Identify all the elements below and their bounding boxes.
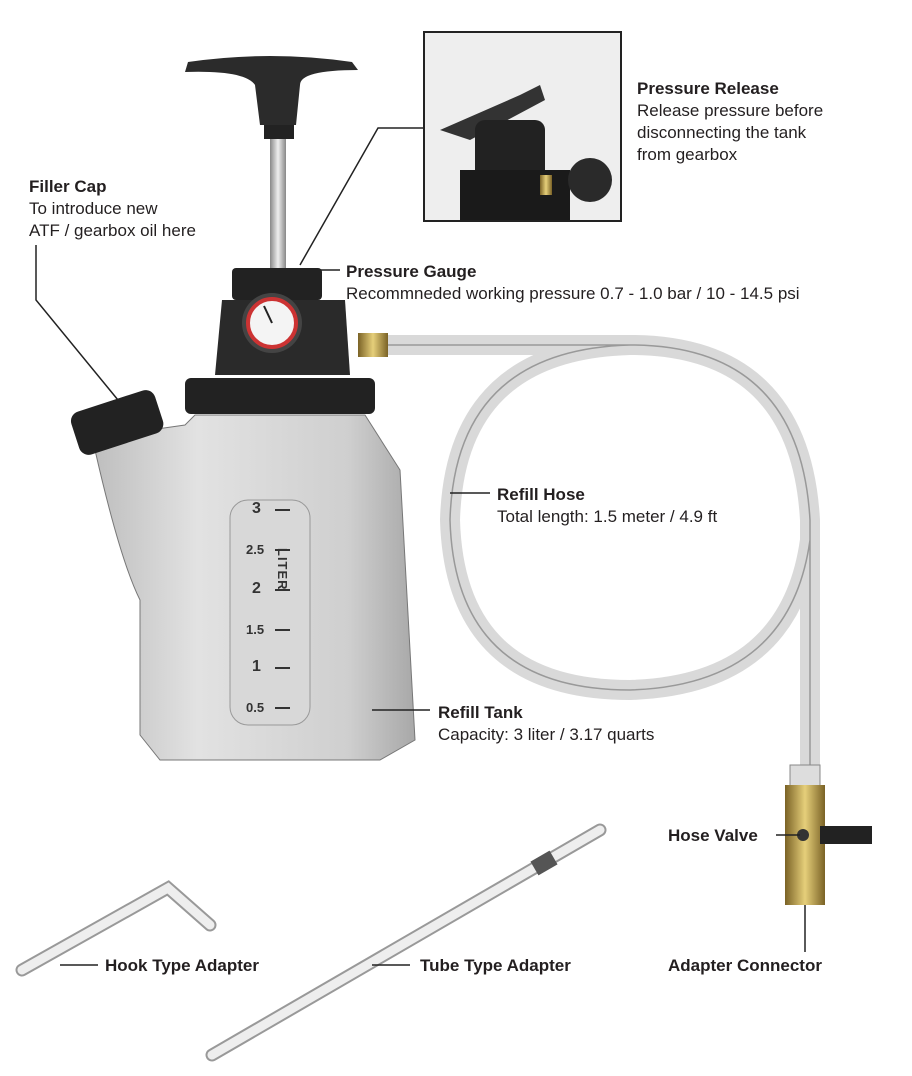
hose-valve-art (785, 764, 872, 905)
label-title: Tube Type Adapter (420, 956, 571, 975)
filler-cap-label: Filler Cap To introduce new ATF / gearbo… (29, 176, 196, 242)
label-line: ATF / gearbox oil here (29, 221, 196, 240)
scale-mark: 3 (252, 500, 261, 517)
adapter-connector-label: Adapter Connector (668, 955, 822, 977)
pump-handle (185, 56, 358, 269)
refill-tank-label: Refill Tank Capacity: 3 liter / 3.17 qua… (438, 702, 654, 746)
adapters-art (15, 823, 607, 1062)
label-line: Recommneded working pressure 0.7 - 1.0 b… (346, 284, 800, 303)
pressure-release-label: Pressure Release Release pressure before… (637, 78, 823, 166)
label-line: from gearbox (637, 145, 738, 164)
label-title: Refill Tank (438, 703, 523, 722)
label-line: Total length: 1.5 meter / 4.9 ft (497, 507, 718, 526)
pressure-gauge-label: Pressure Gauge Recommneded working press… (346, 261, 800, 305)
label-title: Adapter Connector (668, 956, 822, 975)
label-title: Hose Valve (668, 826, 758, 845)
label-line: Capacity: 3 liter / 3.17 quarts (438, 725, 655, 744)
label-title: Pressure Release (637, 79, 779, 98)
scale-mark: 2 (252, 580, 261, 597)
label-line: To introduce new (29, 199, 158, 218)
pump-head (185, 268, 375, 414)
scale-mark: 0.5 (246, 700, 265, 715)
hose-valve-label: Hose Valve (668, 825, 758, 847)
label-line: Release pressure before (637, 101, 824, 120)
label-title: Hook Type Adapter (105, 956, 259, 975)
refill-tank-body (70, 390, 416, 761)
label-line: disconnecting the tank (637, 123, 807, 142)
scale-unit: LITER (275, 548, 290, 591)
refill-hose (358, 333, 820, 770)
leader-lines (35, 127, 806, 966)
scale-mark: 1 (252, 658, 261, 675)
label-title: Pressure Gauge (346, 262, 477, 281)
scale-mark: 1.5 (246, 622, 265, 637)
label-title: Filler Cap (29, 177, 107, 196)
scale-mark: 2.5 (246, 542, 265, 557)
refill-hose-label: Refill Hose Total length: 1.5 meter / 4.… (497, 484, 717, 528)
pressure-release-inset (423, 31, 622, 222)
hook-adapter-label: Hook Type Adapter (105, 955, 259, 977)
tube-adapter-label: Tube Type Adapter (420, 955, 571, 977)
label-title: Refill Hose (497, 485, 585, 504)
